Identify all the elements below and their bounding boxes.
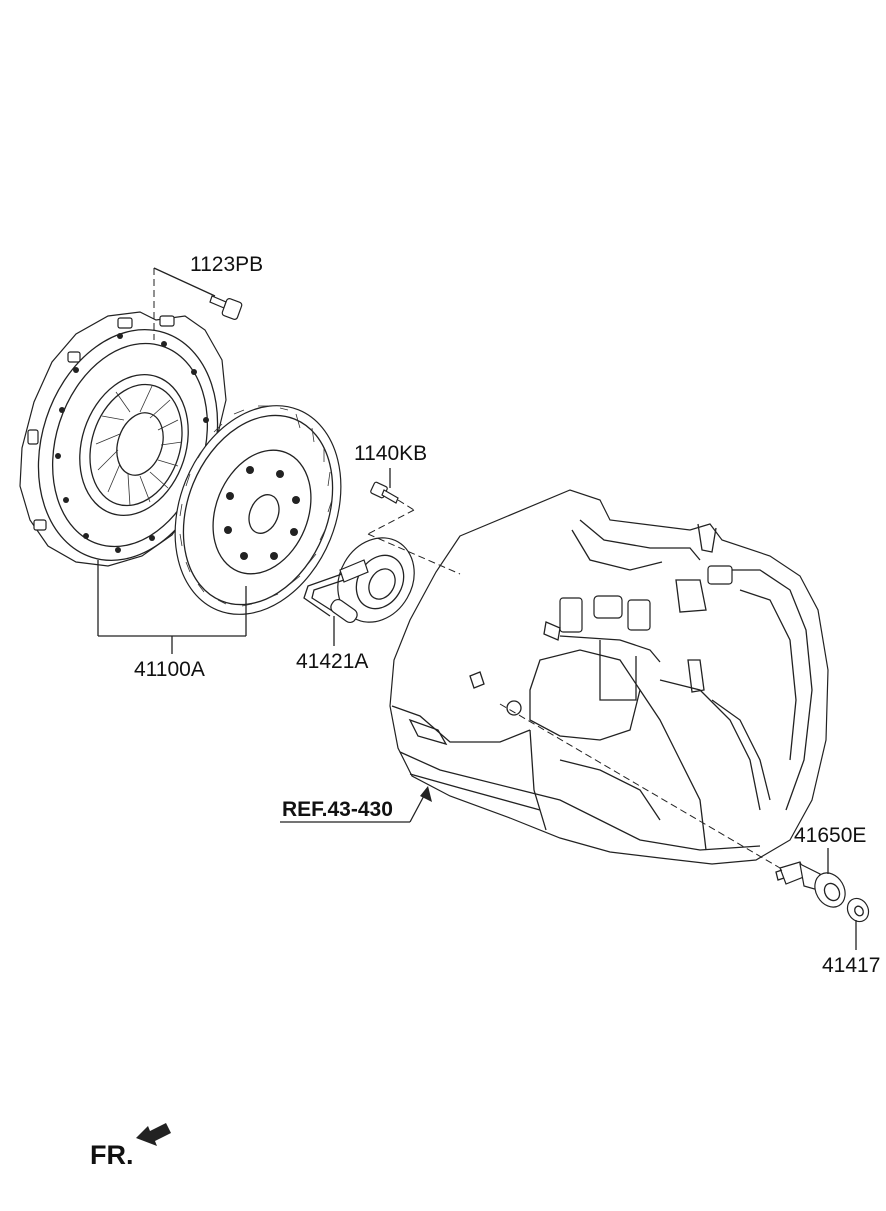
clutch-pressure-plate xyxy=(19,311,227,567)
bolt-1123pb xyxy=(209,295,243,320)
label-ref-43-430: REF.43-430 xyxy=(282,798,393,821)
label-1123pb: 1123PB xyxy=(190,253,263,276)
sensor-41650e xyxy=(775,861,846,908)
bolt-1140kb xyxy=(370,481,399,504)
clutch-disc xyxy=(174,405,342,615)
seal-41417 xyxy=(846,897,870,923)
label-41100a: 41100A xyxy=(134,658,205,681)
front-label: FR. xyxy=(90,1140,134,1170)
label-41421a: 41421A xyxy=(296,650,368,673)
label-1140kb: 1140KB xyxy=(354,442,427,465)
label-41650e: 41650E xyxy=(794,824,866,847)
leader-lines xyxy=(97,267,857,950)
front-direction-arrow-icon xyxy=(136,1123,171,1146)
release-cylinder-41421a xyxy=(303,537,415,624)
label-41417: 41417 xyxy=(822,954,880,977)
transaxle-housing xyxy=(389,489,829,865)
